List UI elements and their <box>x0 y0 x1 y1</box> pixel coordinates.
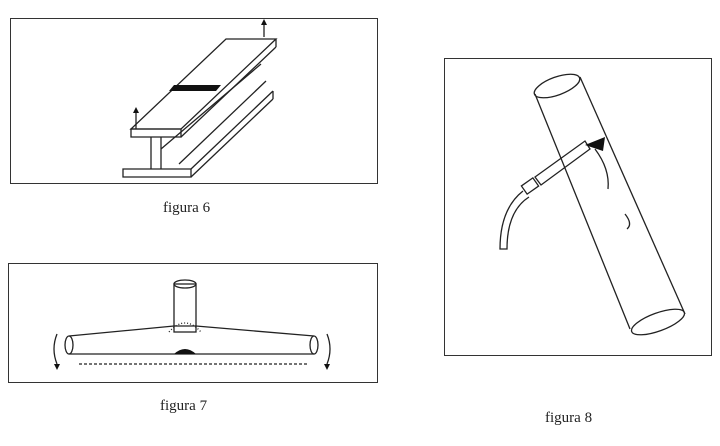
figure-6-frame <box>10 18 378 184</box>
figure-7-caption: figura 7 <box>160 398 208 414</box>
figure-8-frame <box>444 58 712 356</box>
weld-bead <box>169 85 221 91</box>
figure-6-caption: figura 6 <box>163 200 211 216</box>
figure-8-caption: figura 8 <box>545 410 593 426</box>
pipe-tee-weld-illustration <box>53 279 331 370</box>
pipe-welding-torch-illustration <box>499 73 686 336</box>
figure-7-frame <box>8 263 378 383</box>
i-beam-weld-illustration <box>122 19 278 178</box>
